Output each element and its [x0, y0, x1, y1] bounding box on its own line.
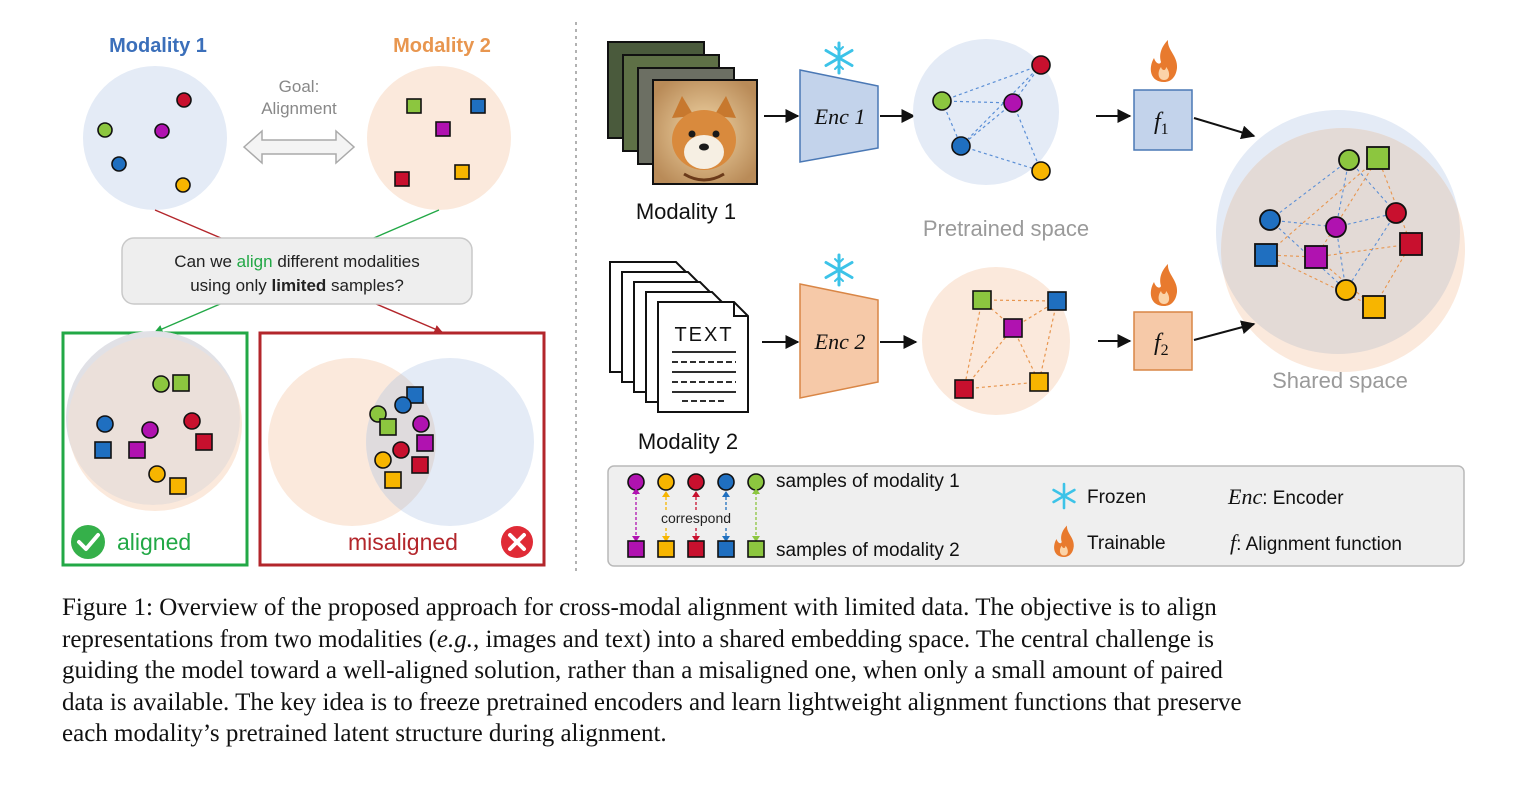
- question-line1: Can we align different modalities: [174, 252, 419, 271]
- square-red: [394, 171, 410, 187]
- flame-icon: [1150, 264, 1178, 306]
- caption-line-3: guiding the model toward a well-aligned …: [62, 657, 1223, 684]
- misaligned-samples: [369, 386, 434, 489]
- aligned-samples: [94, 374, 213, 495]
- square-green: [406, 98, 422, 114]
- legend-alignment-function: f: Alignment function: [1230, 530, 1402, 555]
- question-box: [121, 237, 473, 305]
- snowflake-icon: [824, 253, 854, 287]
- f2-box: [1133, 311, 1193, 371]
- figure-diagram: Modality 1 Modality 2 Goal: Alignment Ca…: [61, 22, 1465, 572]
- encoder2-label: Enc 2: [814, 329, 866, 354]
- legend-samples2: samples of modality 2: [776, 540, 960, 561]
- aligned-label: aligned: [117, 529, 191, 555]
- caption-line-5: each modality’s pretrained latent struct…: [62, 720, 667, 747]
- legend-box: [607, 465, 1465, 567]
- check-icon: [71, 525, 105, 559]
- figure-caption: Figure 1: Overview of the proposed appro…: [62, 592, 1470, 750]
- dog-photo-icon: [607, 41, 758, 185]
- sample-green: [97, 122, 113, 138]
- encoder2-trapezoid: [799, 283, 879, 399]
- encoder1-trapezoid: [799, 69, 879, 163]
- flame-icon: [1150, 40, 1178, 82]
- caption-line-4: data is available. The key idea is to fr…: [62, 688, 1242, 716]
- legend-trainable: Trainable: [1087, 533, 1166, 554]
- caption-line-2: representations from two modalities (e.g…: [62, 625, 1214, 653]
- legend-encoder: Enc: Encoder: [1227, 484, 1344, 509]
- shared-space: [1221, 128, 1460, 354]
- square-blue: [470, 98, 486, 114]
- doc-text: TEXT: [674, 324, 733, 346]
- square-yellow: [454, 164, 470, 180]
- f2-label: f2: [1154, 330, 1169, 359]
- right-panel: Modality 1 Enc 1 Pretrained space: [607, 39, 1465, 567]
- pretrained-space-label: Pretrained space: [923, 216, 1089, 241]
- misaligned-box: [258, 331, 546, 567]
- left-modality1-label: Modality 1: [109, 35, 207, 57]
- legend-correspond: correspond: [661, 510, 731, 526]
- pretrained-space-2: [922, 267, 1070, 415]
- legend-samples: [627, 473, 765, 558]
- modality1-space: [83, 66, 227, 210]
- misaligned-label: misaligned: [348, 529, 458, 555]
- sample-yellow: [175, 177, 191, 193]
- snowflake-icon: [824, 41, 854, 75]
- sample-red: [176, 92, 192, 108]
- goal-line1: Goal:: [279, 77, 320, 96]
- left-modality2-label: Modality 2: [393, 35, 491, 57]
- left-panel: Modality 1 Modality 2 Goal: Alignment Ca…: [61, 35, 546, 567]
- double-arrow: [242, 129, 356, 165]
- f1-box: [1133, 89, 1193, 151]
- square-purple: [435, 121, 451, 137]
- sample-purple: [154, 123, 170, 139]
- f1-label: f1: [1154, 109, 1169, 138]
- flame-icon: [1054, 525, 1074, 557]
- legend-frozen: Frozen: [1087, 487, 1146, 508]
- goal-line2: Alignment: [261, 99, 337, 118]
- shared-space-label: Shared space: [1272, 368, 1408, 393]
- caption-line-1: Figure 1: Overview of the proposed appro…: [62, 594, 1217, 621]
- legend-samples1: samples of modality 1: [776, 471, 960, 492]
- question-line2: using only limited samples?: [190, 276, 404, 295]
- right-modality2-label: Modality 2: [638, 429, 738, 454]
- modality2-space: [367, 66, 511, 210]
- sample-blue: [111, 156, 127, 172]
- snowflake-icon: [1052, 482, 1076, 510]
- right-modality1-label: Modality 1: [636, 199, 736, 224]
- encoder1-label: Enc 1: [814, 104, 866, 129]
- document-icon: [609, 261, 749, 413]
- pretrained-space-1: [913, 39, 1059, 185]
